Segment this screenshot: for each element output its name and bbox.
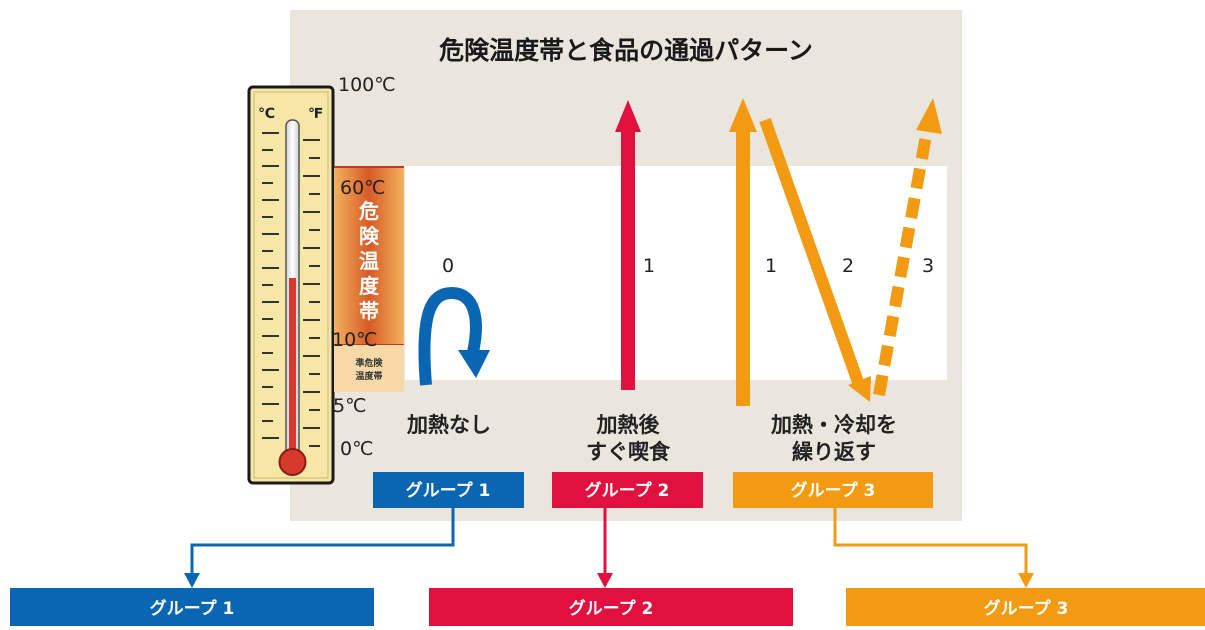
thermometer: ℃ ℉ (247, 85, 335, 485)
diagram-title: 危険温度帯と食品の通過パターン (439, 36, 813, 65)
group1-caption: 加熱なし (406, 413, 491, 437)
group3-step-1: 1 (765, 255, 777, 277)
group2-caption-line-1: 加熱後 (596, 413, 661, 437)
thermometer-mercury (289, 278, 296, 458)
danger-char-5: 帯 (359, 299, 379, 323)
bottom-group3-bar (846, 588, 1205, 626)
group3-step-2: 2 (842, 255, 854, 277)
bottom-group2-label: グループ 2 (569, 598, 654, 619)
danger-char-2: 険 (359, 224, 380, 248)
fahrenheit-unit: ℉ (308, 106, 323, 122)
temp-label-100: 100℃ (338, 74, 396, 96)
temp-label-60: 60℃ (340, 177, 386, 199)
connector-group1 (184, 508, 455, 588)
temp-label-5: 5℃ (333, 395, 366, 417)
inner-group2-label: グループ 2 (585, 480, 670, 501)
group1-step-0: 0 (442, 255, 454, 277)
group3-arrow-up (729, 98, 757, 406)
temp-label-10: 10℃ (332, 329, 378, 351)
group3-caption-line-1: 加熱・冷却を (770, 413, 897, 437)
inner-group3-label: グループ 3 (791, 480, 876, 501)
semi-danger-line-1: 準危険 (355, 357, 383, 369)
connector-group3 (833, 508, 1034, 588)
inner-group1-label: グループ 1 (406, 480, 491, 501)
semi-danger-line-2: 温度帯 (355, 370, 382, 382)
inner-group3-box (733, 472, 933, 508)
danger-char-3: 温 (359, 249, 379, 273)
group2-step-1: 1 (643, 255, 655, 277)
group3-arrow-dashed-up (873, 98, 942, 397)
bottom-group1-bar (10, 588, 374, 626)
semi-danger-zone-band (334, 345, 404, 392)
white-band (405, 166, 947, 380)
bottom-group2-bar (429, 588, 793, 626)
connector-group2 (597, 508, 613, 588)
temp-label-0: 0℃ (340, 438, 373, 460)
bottom-group1-label: グループ 1 (150, 598, 235, 619)
danger-char-1: 危 (359, 199, 379, 223)
group2-up-arrow (615, 100, 641, 390)
inner-group2-box (552, 472, 703, 508)
thermometer-bulb (278, 448, 307, 476)
group3-caption-line-2: 繰り返す (792, 440, 876, 464)
inner-group1-box (373, 472, 524, 508)
bottom-group3-label: グループ 3 (984, 598, 1069, 619)
group2-caption-line-2: すぐ喫食 (586, 440, 671, 464)
danger-zone-band (334, 167, 404, 345)
danger-char-4: 度 (359, 274, 380, 298)
celsius-unit: ℃ (258, 106, 275, 122)
group3-step-3: 3 (922, 255, 934, 277)
group3-arrow-down (759, 117, 871, 402)
group1-curved-arrow (418, 286, 490, 386)
